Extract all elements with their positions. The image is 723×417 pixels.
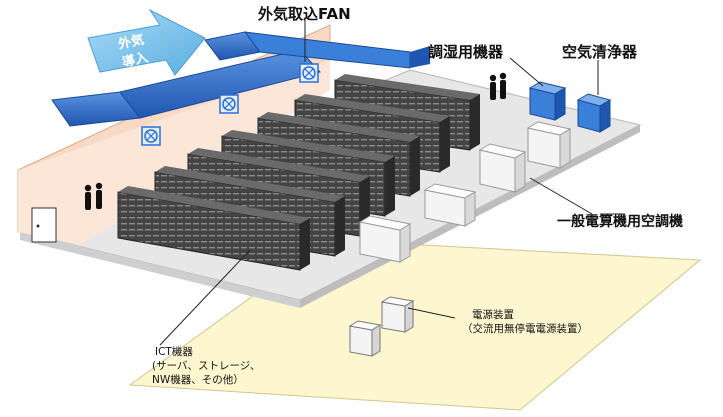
fan-icon	[141, 126, 161, 146]
crac-unit	[526, 121, 572, 169]
ict-label-1: ICT機器	[155, 345, 193, 358]
computer-room-ac-label: 一般電算機用空調機	[557, 213, 683, 230]
power-equipment-label-2: （交流用無停電電源装置）	[462, 322, 588, 335]
outside-air-label-1: 外気	[116, 32, 146, 53]
fan-icon	[219, 94, 239, 114]
door-icon	[31, 207, 57, 243]
person-icon	[489, 72, 507, 100]
ict-label-2: (サーバ、ストレージ、	[152, 360, 260, 372]
crac-unit	[423, 183, 477, 227]
power-equipment-label-1: 電源装置	[472, 308, 514, 321]
air-purifier-unit	[576, 93, 612, 133]
outside-air-label-2: 導入	[121, 50, 150, 71]
ict-label-3: NW機器、その他）	[152, 373, 244, 386]
air-ducts	[51, 31, 430, 127]
crac-unit	[358, 215, 412, 263]
humidity-equipment-label: 調湿用機器	[428, 43, 504, 61]
person-icon	[84, 182, 103, 210]
rack-row	[117, 186, 310, 271]
ups-unit	[348, 296, 415, 357]
air-purifier-label: 空気清浄器	[562, 43, 638, 61]
outside-air-arrow: 外気 導入	[87, 8, 206, 76]
humidity-equipment-unit	[528, 81, 567, 121]
leader-lines	[159, 20, 625, 346]
floor-edge	[20, 232, 300, 308]
outside-air-fan-label: 外気取込FAN	[257, 5, 351, 23]
crac-unit	[478, 143, 527, 193]
fan-icon	[299, 63, 319, 83]
